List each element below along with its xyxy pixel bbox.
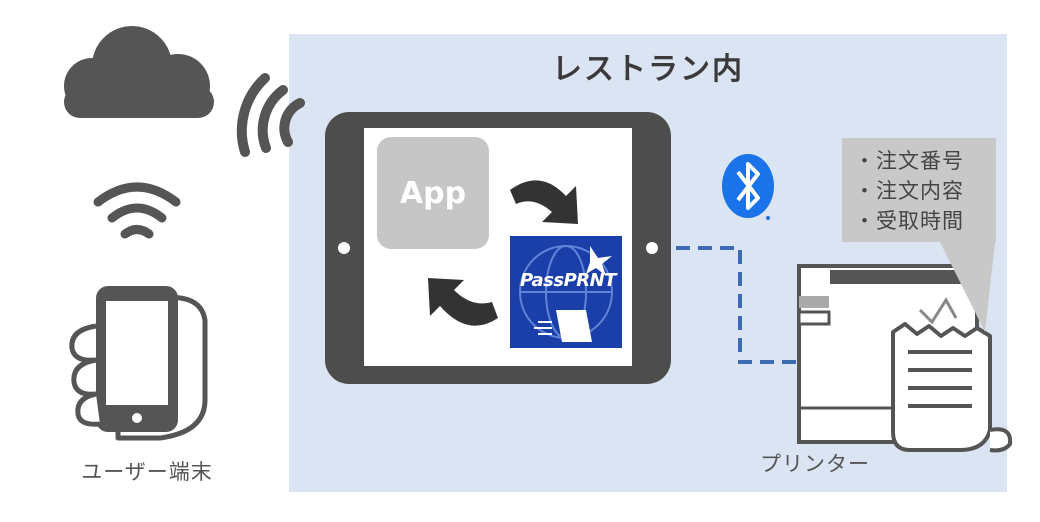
order-item: ・注文番号 xyxy=(854,149,964,173)
sync-arrow-icon xyxy=(428,180,578,326)
order-info-list: ・注文番号 ・注文内容 ・受取時間 xyxy=(842,138,996,236)
order-item: ・受取時間 xyxy=(854,209,964,233)
bluetooth-icon xyxy=(722,154,774,220)
passprnt-app-icon xyxy=(510,236,622,348)
app-tile: App xyxy=(377,137,489,249)
receipt-icon xyxy=(891,322,1013,453)
wifi-icon xyxy=(93,182,181,239)
smartphone-hand-icon xyxy=(69,286,208,441)
printer-label: プリンター xyxy=(760,452,870,476)
order-callout-tail xyxy=(940,242,995,332)
order-info-callout: ・注文番号 ・注文内容 ・受取時間 xyxy=(842,138,996,242)
area-title: レストラン内 xyxy=(552,52,744,87)
connection-line xyxy=(676,246,796,364)
tablet-wifi-icon xyxy=(236,73,305,157)
app-label: App xyxy=(399,175,467,211)
passprnt-label: PassPRNT xyxy=(519,270,617,291)
cloud-icon xyxy=(64,26,214,118)
user-device-label: ユーザー端末 xyxy=(81,460,213,484)
order-item: ・注文内容 xyxy=(854,179,964,203)
